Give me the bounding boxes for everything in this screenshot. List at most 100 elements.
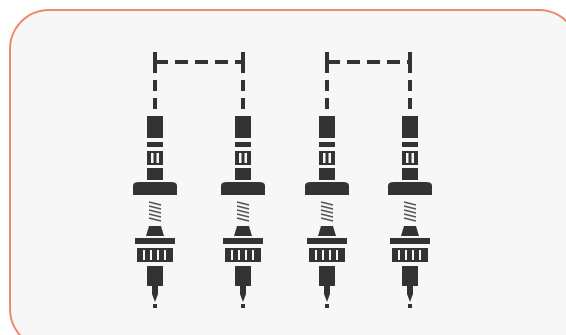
plug-insulator	[234, 226, 252, 236]
hex-rib	[150, 250, 152, 260]
hex-rib	[315, 250, 317, 260]
hex-rib	[143, 250, 145, 260]
coil-window	[147, 151, 163, 165]
hex-rib	[252, 250, 254, 260]
cylinder-pair-2	[305, 52, 432, 308]
plug-body	[402, 266, 418, 286]
boot-cap	[388, 182, 432, 195]
plug-tip	[240, 294, 246, 302]
plug-insulator	[146, 226, 164, 236]
plug-hex	[309, 248, 345, 262]
spring	[148, 201, 162, 222]
boot-cap	[305, 182, 349, 195]
spring	[236, 201, 250, 222]
coil-slot	[151, 153, 154, 163]
spring-coil	[236, 217, 250, 222]
plug-hex	[137, 248, 173, 262]
coil-window	[402, 151, 418, 165]
hex-rib	[322, 250, 324, 260]
plug-tip	[324, 294, 330, 302]
spring-coil	[320, 217, 334, 222]
coil-top	[402, 116, 418, 138]
hex-rib	[164, 250, 166, 260]
plug-thread	[152, 286, 158, 294]
coil-slot	[323, 153, 326, 163]
coil-band	[147, 142, 163, 147]
coil-slot	[406, 153, 409, 163]
spring-coil	[403, 205, 417, 210]
hex-rib	[231, 250, 233, 260]
spring-coil	[236, 209, 250, 214]
coil-top	[319, 116, 335, 138]
spring-coil	[320, 201, 334, 206]
plug-body	[235, 266, 251, 286]
rounded-frame	[9, 9, 566, 335]
ground-electrode	[153, 304, 157, 308]
hex-rib	[157, 250, 159, 260]
spring-coil	[148, 217, 162, 222]
hex-rib	[398, 250, 400, 260]
plug-thread	[240, 286, 246, 294]
hex-rib	[412, 250, 414, 260]
plug-flange	[307, 238, 347, 244]
spring-coil	[236, 201, 250, 206]
coil-band	[402, 142, 418, 147]
coil-slot	[411, 153, 414, 163]
hex-rib	[405, 250, 407, 260]
spring-coil	[403, 201, 417, 206]
plug-body	[147, 266, 163, 286]
boot-cap	[133, 182, 177, 195]
plug-hex	[392, 248, 428, 262]
spring-coil	[320, 205, 334, 210]
plug-thread	[324, 286, 330, 294]
spring-coil	[148, 209, 162, 214]
spring-coil	[403, 209, 417, 214]
coil-neck	[402, 168, 418, 180]
spring-coil	[403, 217, 417, 222]
spring-coil	[320, 213, 334, 218]
coil-neck	[235, 168, 251, 180]
hex-rib	[336, 250, 338, 260]
plug-body	[319, 266, 335, 286]
plug-flange	[223, 238, 263, 244]
plug-tip	[407, 294, 413, 302]
coil-slot	[328, 153, 331, 163]
hex-rib	[245, 250, 247, 260]
coil-slot	[244, 153, 247, 163]
spring-coil	[236, 213, 250, 218]
spring	[403, 201, 417, 222]
plug-flange	[135, 238, 175, 244]
ground-electrode	[241, 304, 245, 308]
ground-electrode	[325, 304, 329, 308]
coil-slot	[239, 153, 242, 163]
coil-neck	[319, 168, 335, 180]
coil-top	[147, 116, 163, 138]
ground-electrode	[408, 304, 412, 308]
hex-rib	[329, 250, 331, 260]
coil-window	[235, 151, 251, 165]
plug-hex	[225, 248, 261, 262]
spring	[320, 201, 334, 222]
spring-coil	[403, 213, 417, 218]
coil-top	[235, 116, 251, 138]
coil-band	[319, 142, 335, 147]
spring-coil	[148, 201, 162, 206]
plug-tip	[152, 294, 158, 302]
boot-cap	[221, 182, 265, 195]
plug-insulator	[318, 226, 336, 236]
coil-band	[235, 142, 251, 147]
coil-window	[319, 151, 335, 165]
plug-insulator	[401, 226, 419, 236]
spring-coil	[236, 205, 250, 210]
spring-coil	[148, 213, 162, 218]
hex-rib	[419, 250, 421, 260]
spring-coil	[148, 205, 162, 210]
cylinder-pair-1	[133, 52, 265, 308]
plug-thread	[407, 286, 413, 294]
hex-rib	[238, 250, 240, 260]
coil-slot	[156, 153, 159, 163]
coil-neck	[147, 168, 163, 180]
spring-coil	[320, 209, 334, 214]
